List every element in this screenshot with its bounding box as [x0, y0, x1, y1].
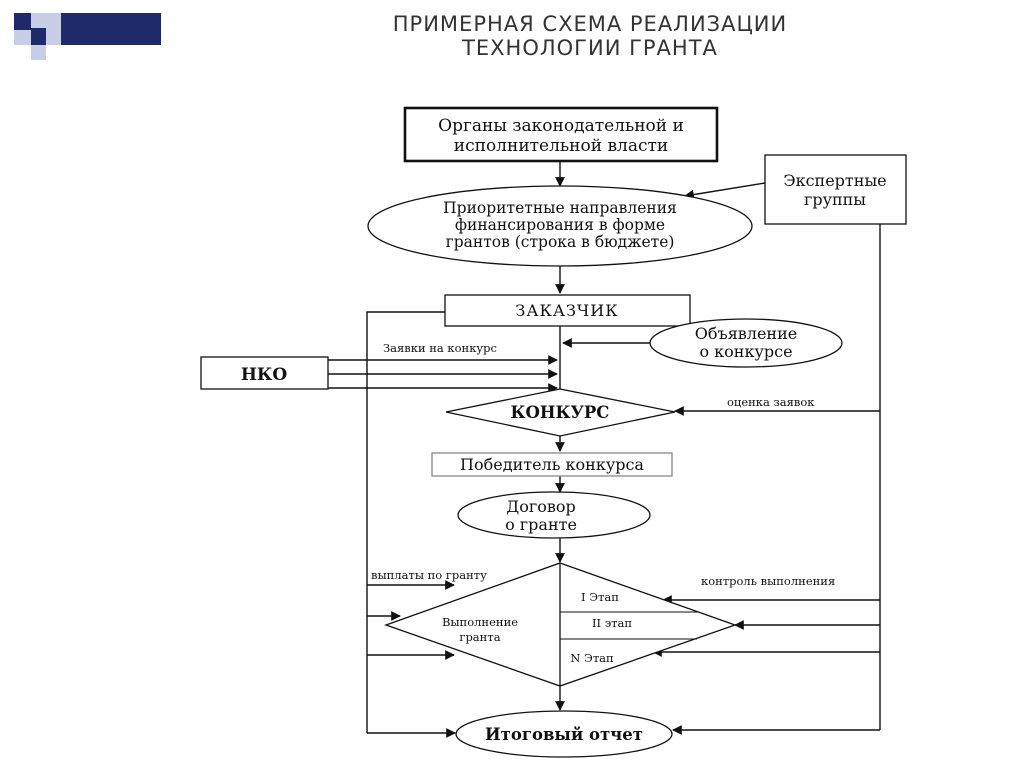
experts-line-2: группы: [804, 190, 866, 209]
title-line-1: ПРИМЕРНАЯ СХЕМА РЕАЛИЗАЦИИ: [392, 12, 788, 36]
nko-label: НКО: [241, 365, 288, 385]
payments-label: выплаты по гранту: [371, 568, 487, 582]
priorities-ellipse: [367, 185, 753, 267]
contest-label: КОНКУРС: [511, 403, 610, 422]
title-line-2: ТЕХНОЛОГИИ ГРАНТА: [462, 36, 718, 60]
page-title: ПРИМЕРНАЯ СХЕМА РЕАЛИЗАЦИИ ТЕХНОЛОГИИ ГР…: [250, 12, 930, 60]
stage-2-label: II этап: [592, 616, 632, 630]
announcement-ellipse: [649, 318, 843, 368]
stage-1-label: I Этап: [581, 590, 619, 604]
execution-line-2: гранта: [459, 630, 500, 644]
nko-box: [200, 356, 329, 390]
priorities-line-2: финансирования в форме: [455, 216, 665, 234]
winner-box: [431, 452, 673, 477]
contract-line-1: Договор: [506, 497, 576, 516]
report-ellipse: [455, 710, 673, 758]
contract-ellipse: [457, 491, 651, 539]
control-label: контроль выполнения: [701, 574, 835, 588]
contract-line-2: о гранте: [505, 515, 577, 534]
organs-line-1: Органы законодательной и: [438, 116, 684, 136]
evaluation-label: оценка заявок: [727, 395, 815, 409]
customer-box: [444, 294, 691, 327]
execution-line-1: Выполнение: [442, 615, 518, 629]
applications-label: Заявки на конкурс: [383, 341, 497, 355]
edge-experts-priorities: [684, 182, 766, 200]
organs-box: [403, 106, 719, 163]
winner-label: Победитель конкурса: [460, 455, 644, 474]
stage-n-label: N Этап: [570, 651, 614, 665]
corner-decoration: [14, 13, 161, 60]
experts-line-1: Экспертные: [783, 171, 886, 190]
report-label: Итоговый отчет: [485, 725, 643, 744]
experts-box: [764, 154, 907, 225]
contest-diamond: [445, 388, 676, 437]
organs-line-2: исполнительной власти: [454, 136, 668, 156]
priorities-line-3: грантов (строка в бюджете): [446, 233, 675, 251]
edge-customer-left-line: [366, 311, 445, 733]
priorities-line-1: Приоритетные направления: [443, 199, 677, 217]
announcement-line-1: Объявление: [695, 324, 797, 343]
customer-label: ЗАКАЗЧИК: [515, 301, 618, 320]
announcement-line-2: о конкурсе: [699, 342, 792, 361]
